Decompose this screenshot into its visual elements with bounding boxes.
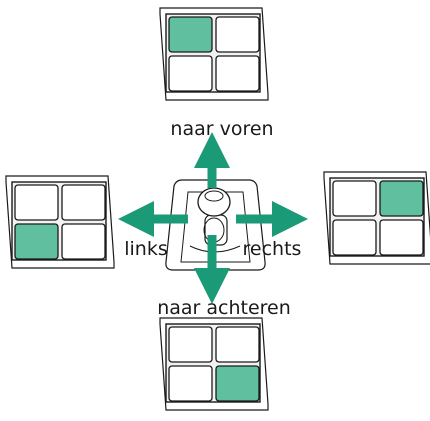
panel-right — [323, 171, 430, 265]
tray-cell-top-right — [61, 184, 106, 221]
label-backward: naar achteren — [157, 297, 291, 319]
panel-left — [5, 175, 115, 269]
label-right: rechts — [243, 238, 302, 260]
tray-cell-top-right — [215, 326, 260, 363]
panel-forward — [159, 7, 269, 101]
tray-cell-bottom-right — [61, 223, 106, 260]
tray-cell-top-left — [14, 184, 59, 221]
tray-cell-bottom-left — [332, 219, 377, 256]
tray-cell-top-left — [332, 180, 377, 217]
tray-cell-bottom-right — [215, 365, 260, 402]
label-left: links — [124, 238, 168, 260]
tray-cell-bottom-left — [14, 223, 59, 260]
tray-cell-bottom-left — [168, 55, 213, 92]
label-forward: naar voren — [170, 118, 273, 140]
direction-arrows — [118, 132, 308, 304]
tray-cell-bottom-right — [215, 55, 260, 92]
tray-cell-top-left — [168, 16, 213, 53]
panel-backward — [159, 317, 269, 411]
tray-cell-top-right — [215, 16, 260, 53]
tray-cell-top-right — [379, 180, 424, 217]
tray-cell-bottom-right — [379, 219, 424, 256]
tray-cell-top-left — [168, 326, 213, 363]
tray-cell-bottom-left — [168, 365, 213, 402]
